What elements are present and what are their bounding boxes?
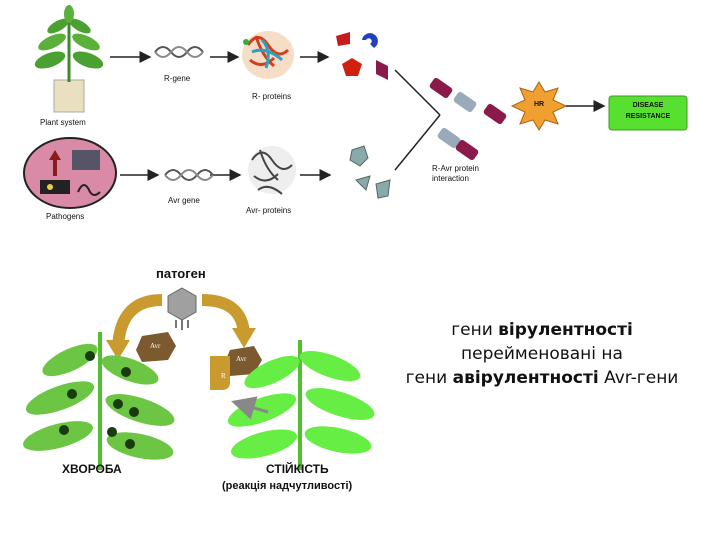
disease-label-line1: DISEASE [632,102,664,109]
avr-protein-right [224,346,262,376]
caption-line1-b: вірулентності [498,320,633,340]
r-proteins-label: R- proteins [252,92,292,101]
caption-text: гени вірулентності перейменовані на гени… [372,318,712,390]
avr-gene-label: Avr gene [168,196,200,205]
avr-protein-left [136,332,176,362]
r-avr-interaction-shapes [429,77,507,161]
pathogen-label: патоген [156,266,206,281]
caption-line1-a: гени [451,320,499,340]
plant-system-label: Plant system [40,118,86,127]
pathogens-icon [23,137,117,209]
caption-line2: перейменовані на [461,344,623,364]
diseased-plant [23,332,175,470]
avr-protein-shapes [349,145,391,199]
avr-proteins-label: Avr- proteins [246,206,292,215]
caption-line3-c: Avr-гени [598,368,679,388]
caption-line3-a: гени [405,368,453,388]
avr-gene-dna-icon [164,169,214,181]
caption-line3-b: авірулентності [452,368,599,388]
interaction-label-line2: interaction [432,174,469,183]
disease-resistance-box [608,95,688,131]
caption-line3: гени авірулентності Avr-гени [372,366,712,390]
hr-label: HR [533,101,545,108]
resistance-label: СТІЙКІСТЬ [266,462,329,476]
avr-left-label: Avr [150,342,161,350]
hypersensitivity-label: (реакція надчутливості) [222,480,353,492]
r-protein-receptor [210,356,230,390]
arrow-to-disease [112,294,163,349]
r-protein-shapes [336,32,388,80]
r-gene-label: R-gene [164,74,191,83]
r-protein-structure-icon [242,31,294,79]
avr-right-label: Avr [236,355,247,363]
disease-label-line2: RESISTANCE [625,113,671,120]
pathogen-icon [167,287,197,330]
plant-system-icon [34,5,104,113]
interaction-label-line1: R-Avr protein [432,164,479,173]
connector-line [394,114,441,171]
connector-line [394,69,441,116]
hr-arrow [231,396,269,420]
disease-label: ХВОРОБА [62,462,122,476]
r-gene-dna-icon [154,46,204,58]
r-label: R [221,372,226,380]
pathogens-label: Pathogens [46,212,85,221]
caption-line1: гени вірулентності [372,318,712,342]
hr-burst-icon [510,81,568,131]
avr-protein-structure-icon [248,146,296,195]
